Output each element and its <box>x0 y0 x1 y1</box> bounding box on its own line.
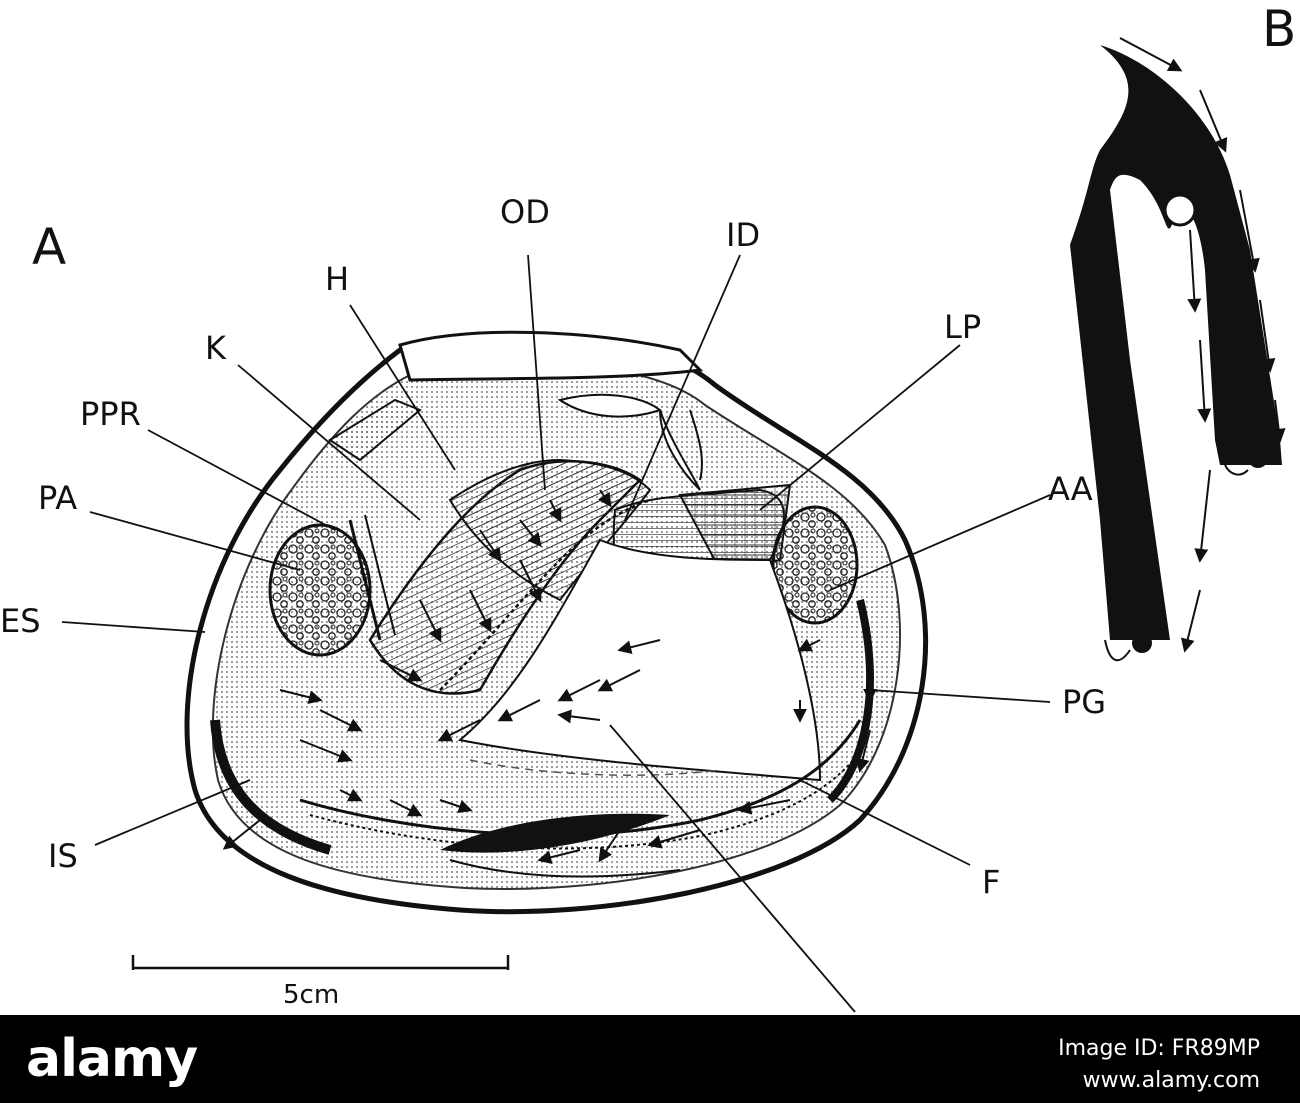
label-pg: PG <box>1062 683 1107 721</box>
anterior-adductor <box>771 505 859 625</box>
label-od: OD <box>500 193 550 231</box>
panel-label-b: B <box>1262 0 1297 58</box>
label-is: IS <box>48 837 78 875</box>
label-es: ES <box>0 602 41 640</box>
leader-lines <box>61 254 1051 1013</box>
panel-b-gill-section <box>1070 37 1286 662</box>
posterior-adductor <box>268 523 372 657</box>
label-h: H <box>325 260 350 298</box>
watermark-bar: alamy Image ID: FR89MP www.alamy.com <box>0 1015 1300 1103</box>
image-id-block: Image ID: FR89MP www.alamy.com <box>1058 1033 1260 1097</box>
brand-logo: alamy <box>26 1029 198 1089</box>
adductor-muscles <box>268 505 859 657</box>
foot <box>457 538 822 782</box>
image-id-text: Image ID: FR89MP <box>1058 1036 1260 1061</box>
label-f: F <box>982 863 1001 901</box>
panel-label-a: A <box>32 218 67 276</box>
scale-bar-label: 5cm <box>283 980 340 1010</box>
label-aa: AA <box>1048 470 1093 508</box>
label-k: K <box>205 329 226 367</box>
label-lp: LP <box>944 308 982 346</box>
label-id: ID <box>726 216 761 254</box>
site-url-text: www.alamy.com <box>1082 1067 1260 1093</box>
bivalve-diagram: A B OD ID H K LP PPR PA AA ES PG IS F 5c… <box>0 0 1297 1013</box>
label-pa: PA <box>38 479 78 517</box>
label-ppr: PPR <box>80 395 141 433</box>
diagram-drawing <box>61 37 1286 1013</box>
mantle-margin <box>299 719 869 878</box>
scale-bar <box>131 955 510 970</box>
ciliary-current-arrows <box>222 489 877 865</box>
